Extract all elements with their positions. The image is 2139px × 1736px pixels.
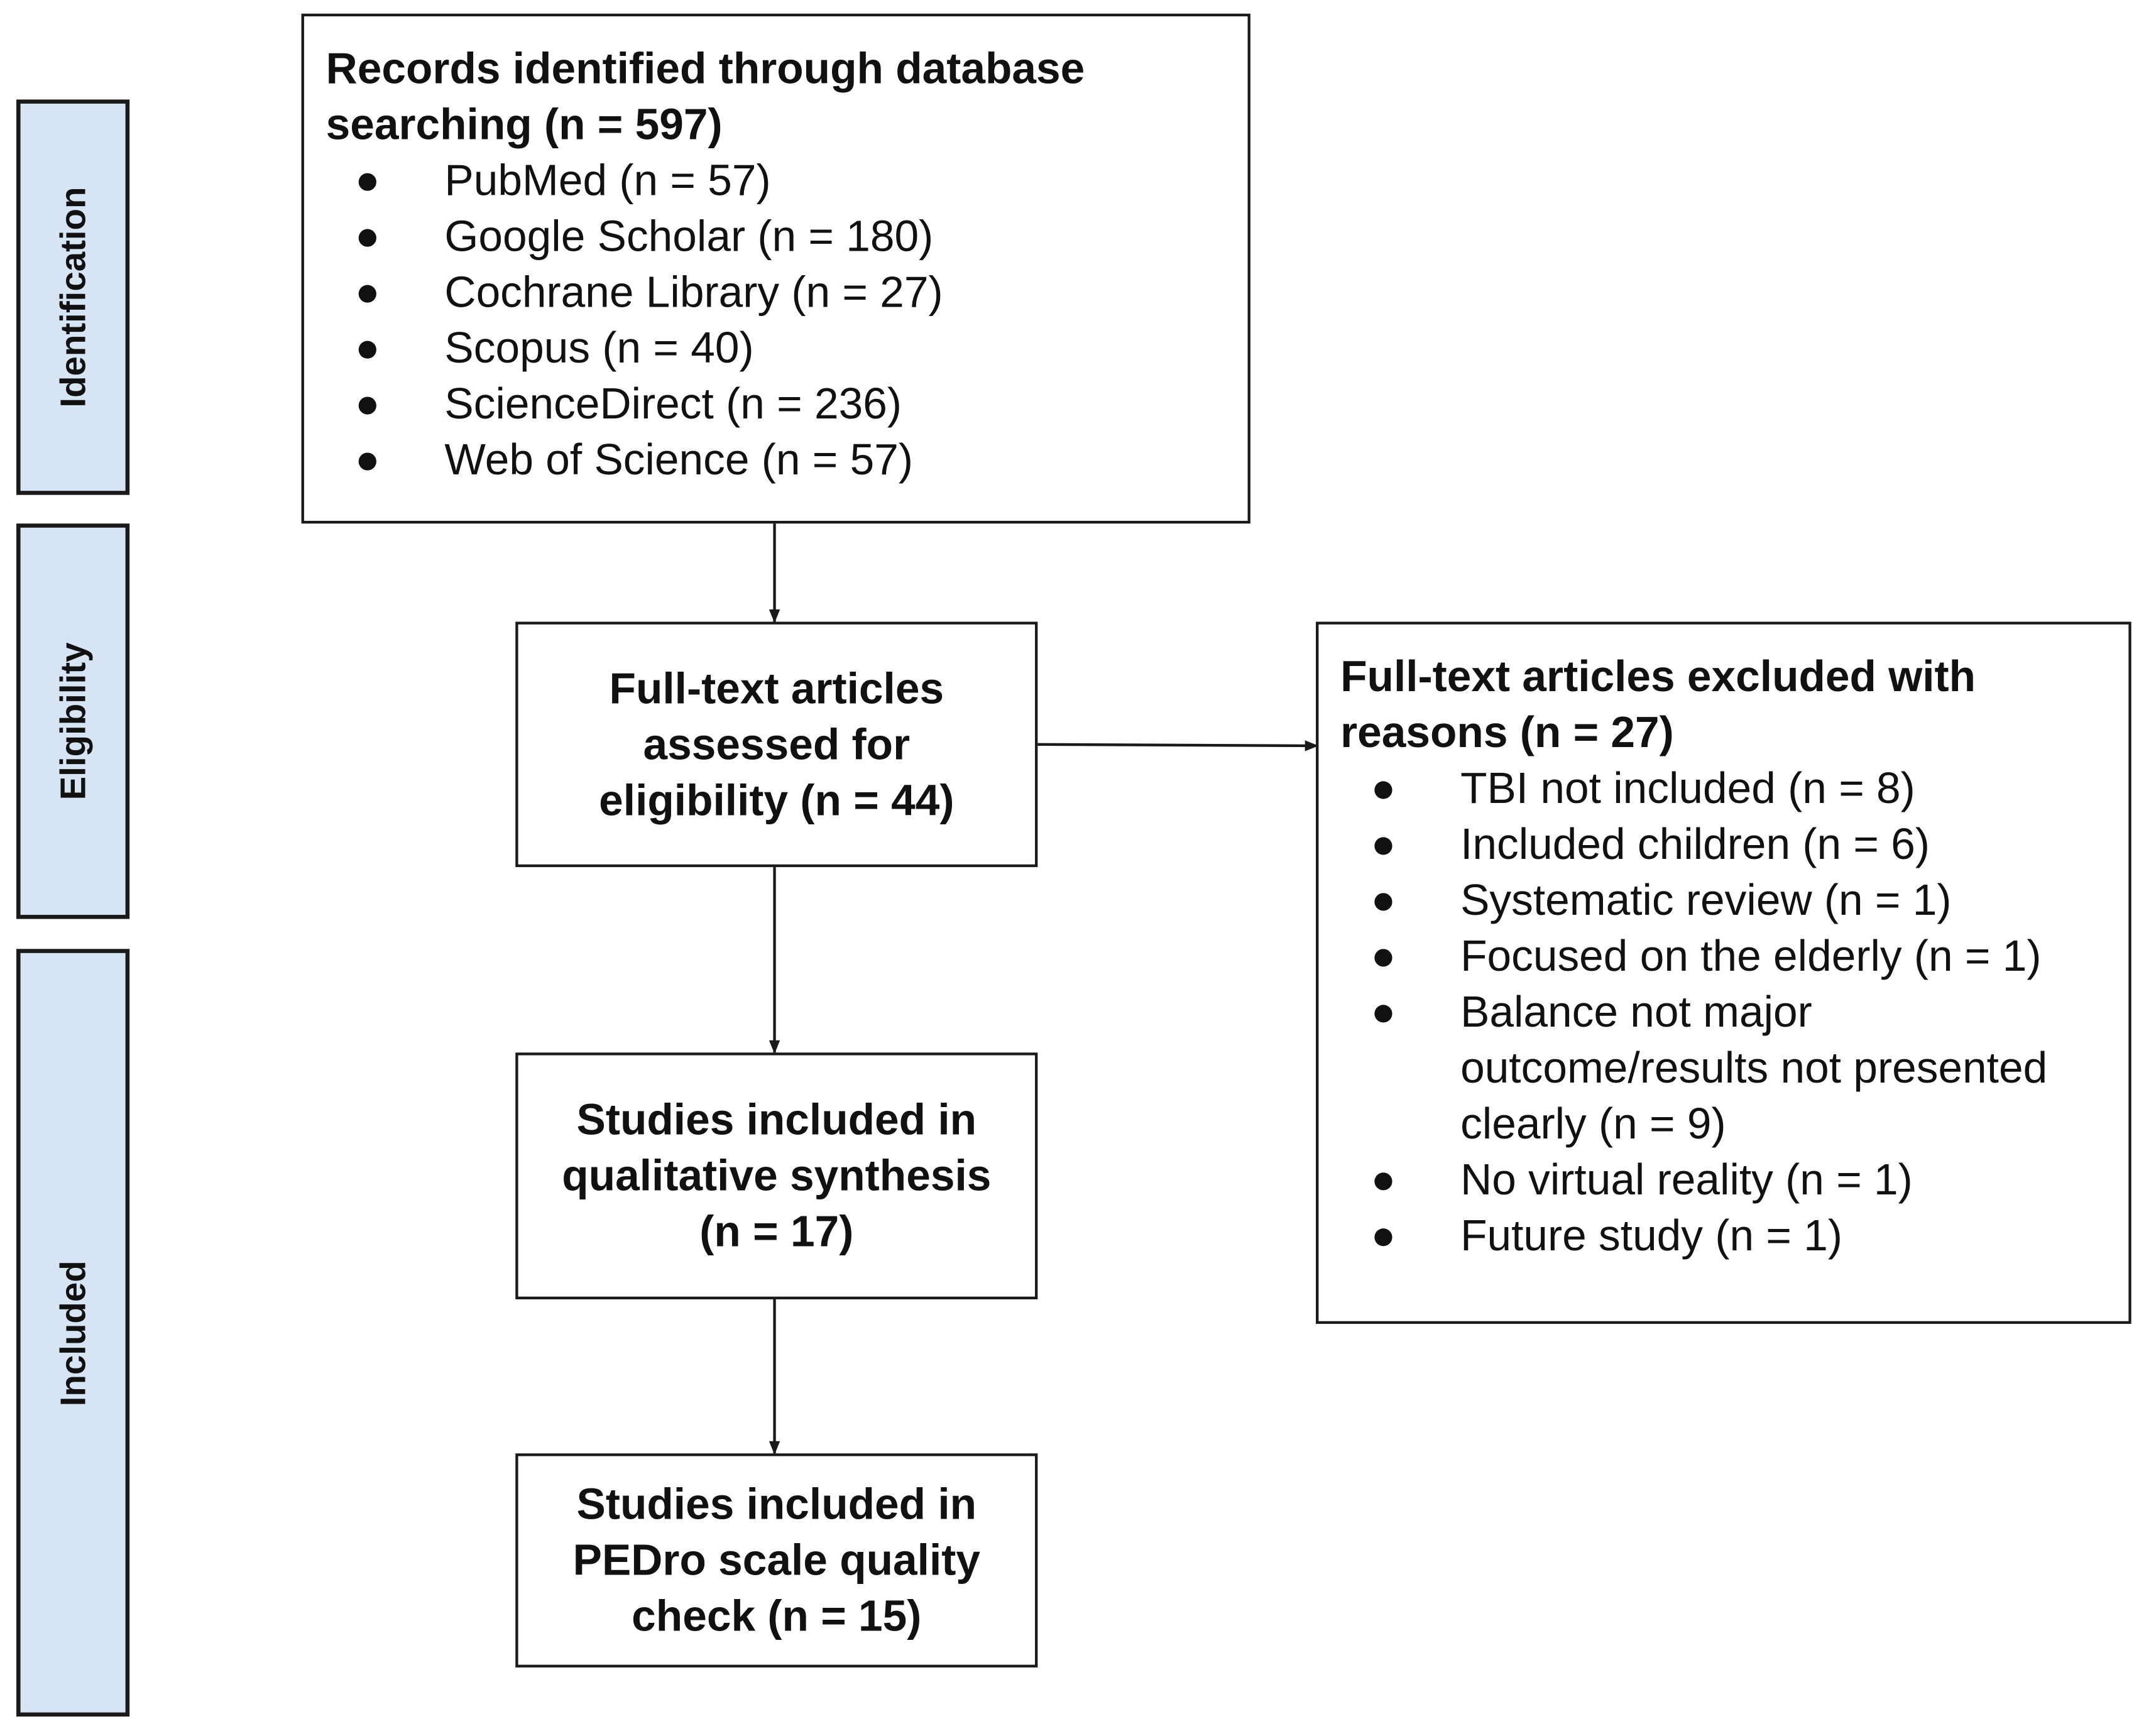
- phase-identification: Identification: [16, 99, 130, 495]
- fulltext-excluded-title: Full-text articles excluded with reasons…: [1340, 652, 1976, 757]
- list-item: Scopus (n = 40): [326, 320, 1226, 376]
- list-item: Web of Science (n = 57): [326, 432, 1226, 488]
- qualitative-synthesis-title: Studies included in qualitative synthesi…: [562, 1095, 992, 1256]
- qualitative-synthesis-box: Studies included in qualitative synthesi…: [515, 1052, 1038, 1300]
- fulltext-excluded-box: Full-text articles excluded with reasons…: [1316, 621, 2131, 1324]
- list-item: Cochrane Library (n = 27): [326, 265, 1226, 320]
- list-item: ScienceDirect (n = 236): [326, 376, 1226, 432]
- list-item: TBI not included (n = 8): [1340, 761, 2107, 817]
- pedro-quality-title: Studies included in PEDro scale quality …: [572, 1479, 980, 1640]
- list-item: No virtual reality (n = 1): [1340, 1152, 2107, 1208]
- phase-eligibility: Eligibility: [16, 523, 130, 919]
- list-item: Included children (n = 6): [1340, 817, 2107, 873]
- database-list: PubMed (n = 57) Google Scholar (n = 180)…: [326, 153, 1226, 488]
- list-item: Systematic review (n = 1): [1340, 873, 2107, 929]
- phase-included: Included: [16, 949, 130, 1717]
- list-item: Balance not major outcome/results not pr…: [1340, 985, 2107, 1152]
- list-item: PubMed (n = 57): [326, 153, 1226, 209]
- records-identified-box: Records identified through database sear…: [301, 13, 1250, 524]
- list-item: Focused on the elderly (n = 1): [1340, 929, 2107, 985]
- fulltext-assessed-title: Full-text articles assessed for eligibil…: [599, 663, 955, 824]
- records-identified-title: Records identified through database sear…: [326, 43, 1085, 149]
- list-item: Future study (n = 1): [1340, 1208, 2107, 1264]
- list-item: Google Scholar (n = 180): [326, 209, 1226, 265]
- arrow-fulltext-to-excluded: [1037, 740, 1319, 751]
- exclusion-reasons-list: TBI not included (n = 8) Included childr…: [1340, 761, 2107, 1264]
- fulltext-assessed-box: Full-text articles assessed for eligibil…: [515, 621, 1038, 868]
- pedro-quality-box: Studies included in PEDro scale quality …: [515, 1453, 1038, 1668]
